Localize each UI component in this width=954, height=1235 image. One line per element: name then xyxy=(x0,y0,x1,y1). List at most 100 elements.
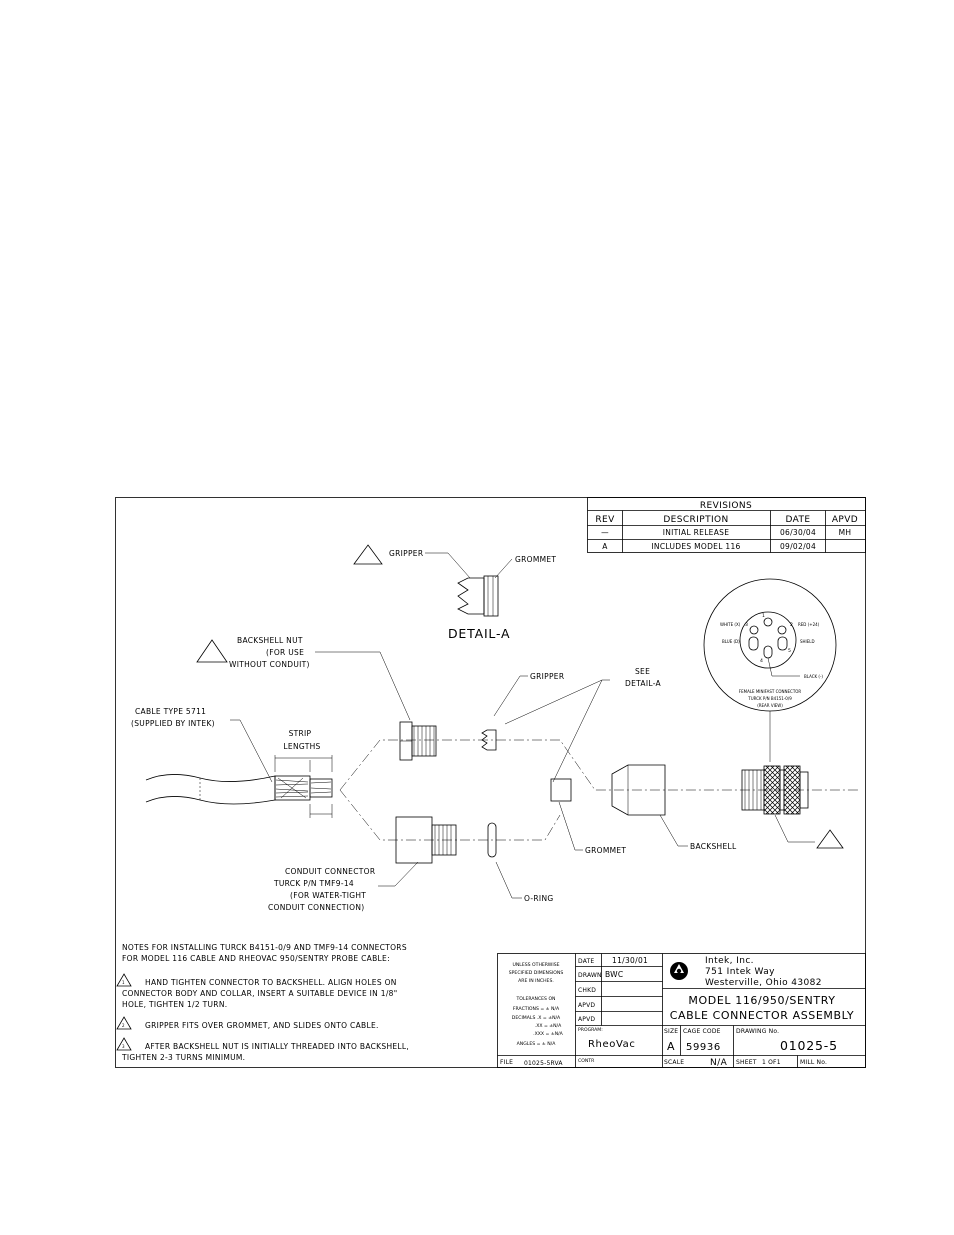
apvd-cell: MH xyxy=(839,528,852,537)
backshell-label: BACKSHELL xyxy=(690,842,737,851)
gripper-detail-shape xyxy=(457,577,485,615)
grommet-label: GROMMET xyxy=(585,846,626,855)
o-ring xyxy=(487,822,497,858)
pin-number: 1 xyxy=(762,613,765,619)
note-2-line-1: GRIPPER FITS OVER GROMMET, AND SLIDES ON… xyxy=(145,1021,379,1030)
note-1-line-2: CONNECTOR BODY AND COLLAR, INSERT A SUIT… xyxy=(122,989,398,998)
note-triangle-icon xyxy=(816,829,844,849)
apvd2-label: APVD xyxy=(578,1016,595,1023)
detail-a-title: DETAIL-A xyxy=(448,626,510,641)
grommet xyxy=(550,778,572,802)
detail-grommet-label: GROMMET xyxy=(515,555,556,564)
pin-contacts xyxy=(748,617,788,659)
company-name: Intek, Inc. xyxy=(705,956,754,966)
installation-notes: NOTES FOR INSTALLING TURCK B4151-0/9 AND… xyxy=(116,943,409,1062)
pin-number: 3 xyxy=(745,622,748,628)
pin-number: 4 xyxy=(760,658,763,664)
drawing-title: MODEL 116/950/SENTRY xyxy=(688,994,835,1007)
tolerance-note: DECIMALS .X = ±N/A xyxy=(512,1015,561,1021)
detail-gripper-label: GRIPPER xyxy=(389,549,423,558)
backshell-nut-label-3: WITHOUT CONDUIT) xyxy=(229,660,310,669)
notes-heading-2: FOR MODEL 116 CABLE AND RHEOVAC 950/SENT… xyxy=(122,954,390,963)
size-label: SIZE xyxy=(664,1028,678,1035)
description-cell: INCLUDES MODEL 116 xyxy=(651,542,740,551)
cage-code-value: 59936 xyxy=(686,1042,721,1053)
backshell-nut-label-2: (FOR USE xyxy=(266,648,304,657)
sheet-label: SHEET xyxy=(736,1059,757,1066)
cable-label-2: (SUPPLIED BY INTEK) xyxy=(131,719,215,728)
tolerance-note: TOLERANCES ON xyxy=(515,996,555,1002)
backshell-nut-label: BACKSHELL NUT xyxy=(237,636,303,645)
description-header: DESCRIPTION xyxy=(663,515,728,525)
drawing-no-value: 01025-5 xyxy=(780,1038,838,1053)
notes-heading: NOTES FOR INSTALLING TURCK B4151-0/9 AND… xyxy=(122,943,407,952)
note-3-line-1: AFTER BACKSHELL NUT IS INITIALLY THREADE… xyxy=(145,1042,409,1051)
connector-face-view: 1 2 3 4 5 WHITE (X) RED (+24) BLUE (D) S… xyxy=(703,578,837,762)
scale-label: SCALE xyxy=(664,1059,684,1066)
shield-wire-label: SHIELD xyxy=(800,639,815,644)
drawn-value: BWC xyxy=(605,970,623,979)
conduit-label-3: (FOR WATER-TIGHT xyxy=(290,891,366,900)
conduit-label-4: CONDUIT CONNECTION) xyxy=(268,903,364,912)
note-1-triangle-icon xyxy=(116,973,132,987)
revisions-title: REVISIONS xyxy=(700,501,752,511)
program-label: PROGRAM: xyxy=(578,1027,603,1033)
note-2-triangle-icon xyxy=(116,1016,132,1030)
conduit-label: CONDUIT CONNECTOR xyxy=(285,867,375,876)
revisions-table: REVISIONS REV DESCRIPTION DATE APVD — IN… xyxy=(587,497,866,553)
cable-label: CABLE TYPE 5711 xyxy=(135,707,206,716)
company-street: 751 Intek Way xyxy=(705,967,775,977)
drawing-border xyxy=(115,497,866,1068)
pin-number: 2 xyxy=(790,622,793,628)
detail-a-ref-label: DETAIL-A xyxy=(625,679,662,688)
connector-caption: FEMALE MINIFAST CONNECTOR xyxy=(739,689,802,694)
o-ring-label: O-RING xyxy=(524,894,553,903)
minifast-connector xyxy=(741,765,809,815)
red-wire-label: RED (+24) xyxy=(798,622,820,627)
note-3-marker: 3 xyxy=(122,1044,125,1049)
tolerance-note: .XXX = ±N/A xyxy=(533,1031,564,1037)
connector-caption-2: TURCK P/N B4151-0/9 xyxy=(747,696,792,701)
sheet-value: 1 OF1 xyxy=(762,1059,781,1066)
detail-a: GRIPPER GROMMET DETAIL-A xyxy=(353,544,556,641)
lengths-label: LENGTHS xyxy=(283,742,320,751)
rev-cell: A xyxy=(602,542,608,551)
tolerance-note: SPECIFIED DIMENSIONS xyxy=(509,970,564,976)
tolerance-note: ANGLES = ± N/A xyxy=(517,1041,557,1047)
date-header: DATE xyxy=(785,515,810,525)
intek-logo xyxy=(670,962,688,980)
tolerance-note: UNLESS OTHERWISE xyxy=(512,962,559,968)
note-triangle-icon xyxy=(353,544,383,565)
blue-wire-label: BLUE (D) xyxy=(722,639,740,644)
note-3-triangle-icon xyxy=(116,1037,132,1051)
assembly-view xyxy=(145,721,860,864)
conduit-label-2: TURCK P/N TMF9-14 xyxy=(273,879,354,888)
connector-caption-3: (REAR VIEW) xyxy=(757,703,783,708)
mill-no-label: MILL No. xyxy=(800,1059,827,1066)
callouts: BACKSHELL NUT (FOR USE WITHOUT CONDUIT) … xyxy=(131,636,737,912)
note-1-line-1: HAND TIGHTEN CONNECTOR TO BACKSHELL. ALI… xyxy=(145,978,397,987)
note-3-line-2: TIGHTEN 2-3 TURNS MINIMUM. xyxy=(121,1053,245,1062)
program-value: RheoVac xyxy=(588,1039,635,1050)
white-wire-label: WHITE (X) xyxy=(720,622,741,627)
cable xyxy=(145,774,276,805)
strip-label: STRIP xyxy=(289,729,312,738)
size-value: A xyxy=(667,1040,675,1053)
drawing-no-label: DRAWING No. xyxy=(736,1028,779,1035)
title-block: UNLESS OTHERWISE SPECIFIED DIMENSIONS AR… xyxy=(497,953,866,1068)
contr-label: CONTR xyxy=(578,1058,595,1064)
gripper xyxy=(481,729,497,751)
rev-header: REV xyxy=(595,515,615,525)
tolerance-note: FRACTIONS = ± N/A xyxy=(513,1006,560,1012)
drawn-label: DRAWN xyxy=(578,972,602,979)
rev-cell: — xyxy=(601,528,609,537)
tolerance-note: ARE IN INCHES. xyxy=(518,978,554,984)
date-cell: 06/30/04 xyxy=(780,528,816,537)
company-city: Westerville, Ohio 43082 xyxy=(705,978,822,988)
file-value: 01025-5RVA xyxy=(524,1060,563,1067)
black-wire-label: BLACK (-) xyxy=(804,674,823,679)
chkd-label: CHKD xyxy=(578,987,596,994)
grommet-detail-shape xyxy=(483,575,499,617)
pin-number: 5 xyxy=(788,648,791,654)
